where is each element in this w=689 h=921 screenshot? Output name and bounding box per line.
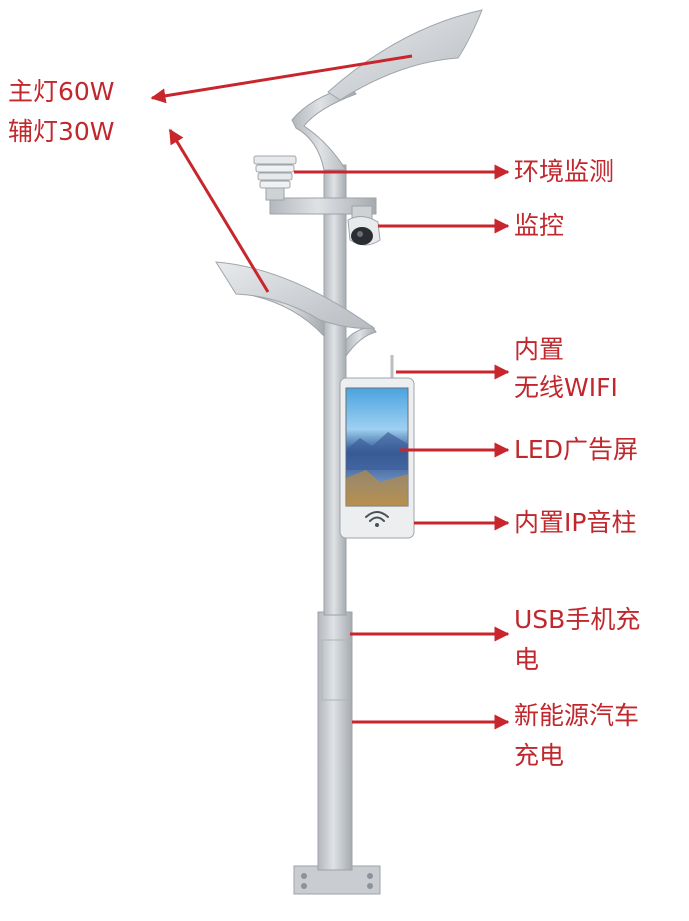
led-screen-cabinet bbox=[339, 377, 415, 539]
aux-lamp-brace bbox=[345, 325, 377, 358]
label-ev-line1: 新能源汽车 bbox=[514, 701, 640, 730]
sensor-icon bbox=[253, 155, 297, 201]
main-lamp-head bbox=[327, 9, 483, 101]
label-monitoring: 监控 bbox=[514, 211, 565, 240]
pole-lower bbox=[317, 611, 353, 871]
label-usb-line2: 电 bbox=[514, 645, 540, 674]
annotation-arrows bbox=[150, 54, 510, 730]
charging-panel bbox=[321, 639, 349, 701]
label-usb-line1: USB手机充 bbox=[514, 605, 641, 634]
arrow-aux-light bbox=[168, 128, 270, 293]
label-environment: 环境监测 bbox=[514, 157, 615, 186]
pole-top-arm bbox=[291, 85, 357, 171]
label-wifi-line1: 内置 bbox=[514, 335, 565, 364]
camera-icon bbox=[347, 205, 381, 246]
label-led-screen: LED广告屏 bbox=[514, 435, 638, 464]
label-main-light: 主灯60W bbox=[8, 77, 115, 106]
label-aux-light: 辅灯30W bbox=[8, 117, 115, 146]
label-speaker: 内置IP音柱 bbox=[514, 508, 637, 537]
sensor-cross-arm bbox=[269, 197, 377, 215]
arrow-main-light bbox=[150, 54, 413, 104]
label-wifi-line2: 无线WIFI bbox=[514, 373, 618, 402]
aux-lamp-head bbox=[215, 261, 376, 329]
pole-base bbox=[293, 865, 381, 895]
label-ev-line2: 充电 bbox=[514, 741, 565, 770]
wifi-icon bbox=[365, 511, 389, 527]
